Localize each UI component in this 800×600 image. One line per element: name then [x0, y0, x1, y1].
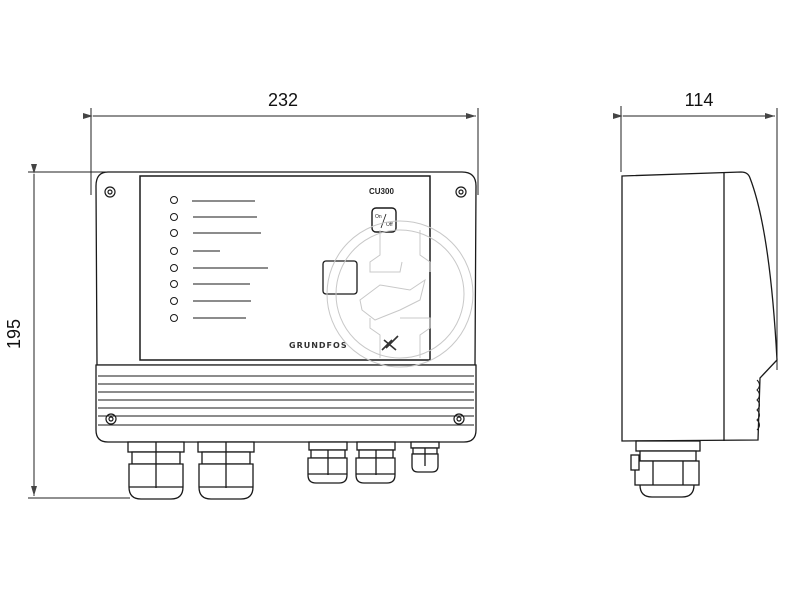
display-window — [322, 260, 358, 295]
watermark-logo-icon — [326, 220, 474, 368]
indicator-leds — [170, 196, 268, 322]
cable-glands — [127, 441, 440, 500]
depth-dimension — [613, 106, 778, 370]
height-dimension — [28, 164, 130, 499]
svg-text:Off: Off — [386, 222, 393, 228]
height-dimension-label: 195 — [4, 319, 24, 349]
depth-dimension-label: 114 — [685, 90, 714, 110]
width-dimension — [83, 108, 479, 195]
width-dimension-label: 232 — [268, 90, 298, 110]
brand-logo-icon — [381, 335, 399, 351]
on-off-button[interactable]: On Off — [371, 207, 397, 233]
model-label: CU300 — [369, 187, 394, 196]
control-box-front — [95, 171, 477, 443]
screw-icon — [104, 186, 467, 425]
svg-text:On: On — [375, 214, 382, 220]
brand-label: GRUNDFOS — [289, 341, 348, 350]
control-box-side — [621, 171, 778, 498]
